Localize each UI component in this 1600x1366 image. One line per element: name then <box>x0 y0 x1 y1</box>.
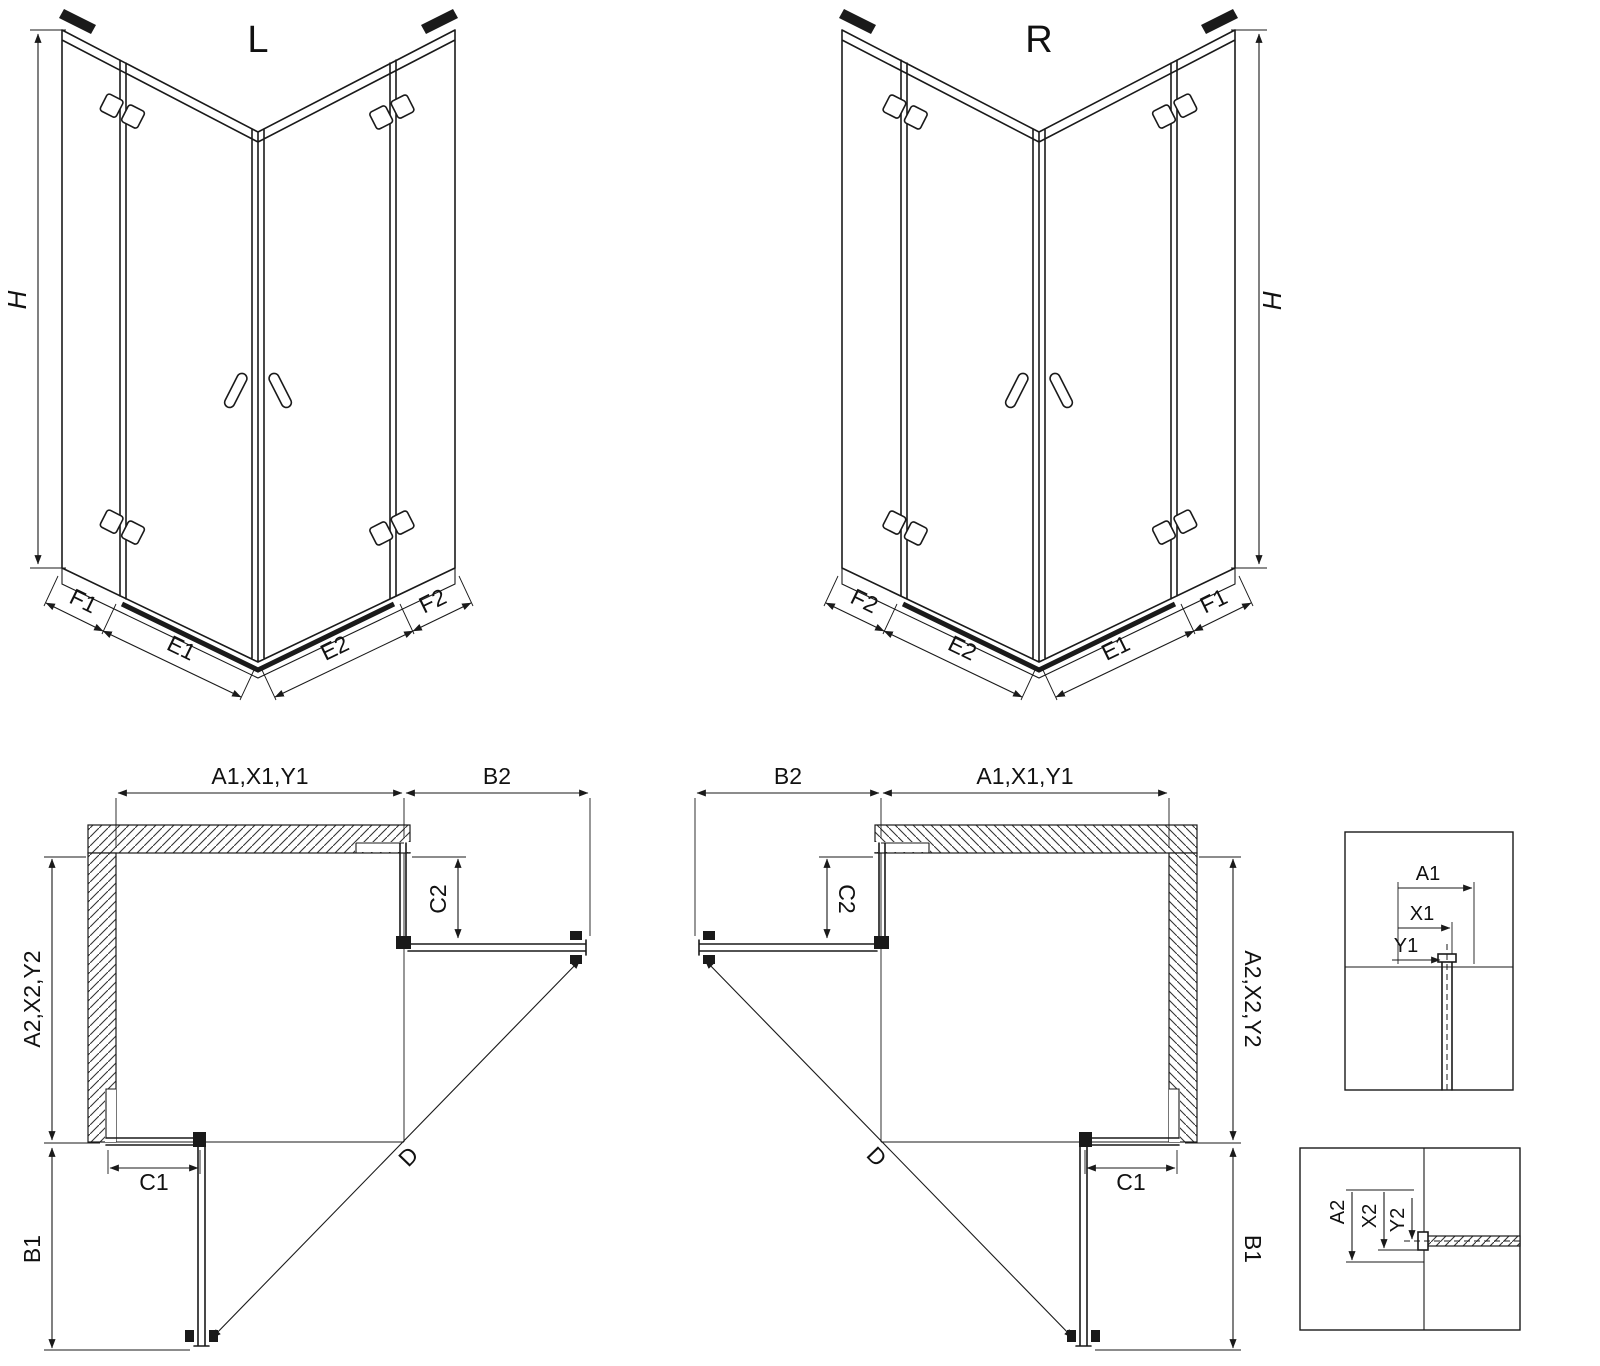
dim-line-d <box>211 959 581 1339</box>
detail-view-top: A1 X1 Y1 <box>1344 831 1514 1091</box>
view-label-right: R <box>1025 19 1052 61</box>
hinge-plate <box>99 93 124 118</box>
detail-extension-lines <box>1397 882 1475 964</box>
hinge-plate <box>390 510 415 535</box>
hinge-right-door-top <box>369 94 415 130</box>
dim-label-a1-detail: A1 <box>1416 863 1440 885</box>
iso-view-left-graphics <box>30 9 474 701</box>
hinge-left-door-top <box>99 93 146 129</box>
dim-line-f1 <box>45 602 104 632</box>
plan-view-right-graphics <box>695 793 1241 1350</box>
hinge-plate <box>369 105 394 130</box>
wall-profile-cut-top <box>355 842 411 852</box>
dim-label-c1-left: C1 <box>139 1169 168 1195</box>
dim-label-y2-detail: Y2 <box>1387 1208 1409 1232</box>
hinge-left-door-bottom <box>99 509 146 545</box>
dim-label-c1-right: C1 <box>1116 1169 1145 1195</box>
plan-view-left-graphics <box>44 789 591 1351</box>
dim-line-e1 <box>102 630 242 698</box>
dim-label-d-left: D <box>393 1141 423 1171</box>
dim-label-a1-left: A1,X1,Y1 <box>211 763 308 789</box>
hinge-bottom-door-plan <box>193 1132 206 1147</box>
dim-label-b2-left: B2 <box>483 763 511 789</box>
door-handle-right <box>268 372 293 409</box>
hinge-plate <box>369 521 394 546</box>
dim-label-b1-left: B1 <box>19 1235 45 1263</box>
door-end-clamp <box>570 931 582 940</box>
door-handle-left <box>223 372 248 409</box>
top-rail-bracket-left <box>59 9 96 34</box>
dim-label-d-right: D <box>862 1141 892 1171</box>
tray-edges <box>116 853 405 1143</box>
glass-panels-plan <box>105 842 587 1347</box>
dim-label-a2-left: A2,X2,Y2 <box>19 950 45 1047</box>
dim-line-f2 <box>412 602 472 632</box>
dim-label-a1-right: A1,X1,Y1 <box>976 763 1073 789</box>
hinge-plate <box>390 94 415 119</box>
wall-profiles <box>105 842 404 1138</box>
dim-label-a2-detail: A2 <box>1327 1200 1349 1224</box>
shower-tray-outline <box>61 568 456 679</box>
dim-label-h-right: H <box>1257 291 1287 310</box>
dim-label-c2-right: C2 <box>834 884 860 913</box>
wall-profile-cut-left <box>105 1089 116 1142</box>
dim-label-h-left: H <box>2 290 32 309</box>
dim-label-a2-right: A2,X2,Y2 <box>1240 950 1266 1047</box>
detail-extension-lines <box>1346 1189 1424 1263</box>
view-label-left: L <box>247 19 268 61</box>
hinge-right-door-plan <box>396 936 411 949</box>
dim-label-c2-left: C2 <box>425 884 451 913</box>
dim-label-x1-detail: X1 <box>1410 903 1434 925</box>
top-rail-bracket-right <box>421 9 458 34</box>
detail-view-bottom: A2 X2 Y2 <box>1299 1147 1521 1331</box>
detail-frame <box>1344 831 1514 1091</box>
door-end-clamp <box>185 1330 194 1342</box>
dimension-extension-lines <box>30 29 474 701</box>
hinge-right-door-bottom <box>369 510 415 546</box>
dim-label-y1-detail: Y1 <box>1394 935 1418 957</box>
glass-panels-outline <box>61 29 456 663</box>
hinge-plate <box>99 509 124 534</box>
door-end-clamp <box>570 955 582 964</box>
hinge-plate <box>120 104 146 129</box>
extension-lines-plan <box>44 798 591 1351</box>
dim-label-b1-right: B1 <box>1240 1235 1266 1263</box>
dim-label-b2-right: B2 <box>774 763 802 789</box>
dim-label-x2-detail: X2 <box>1359 1204 1381 1228</box>
hinge-plate <box>120 520 146 545</box>
glass-profile-section <box>1441 957 1453 1091</box>
dim-line-e2 <box>274 630 414 698</box>
threshold-profile <box>120 601 396 673</box>
